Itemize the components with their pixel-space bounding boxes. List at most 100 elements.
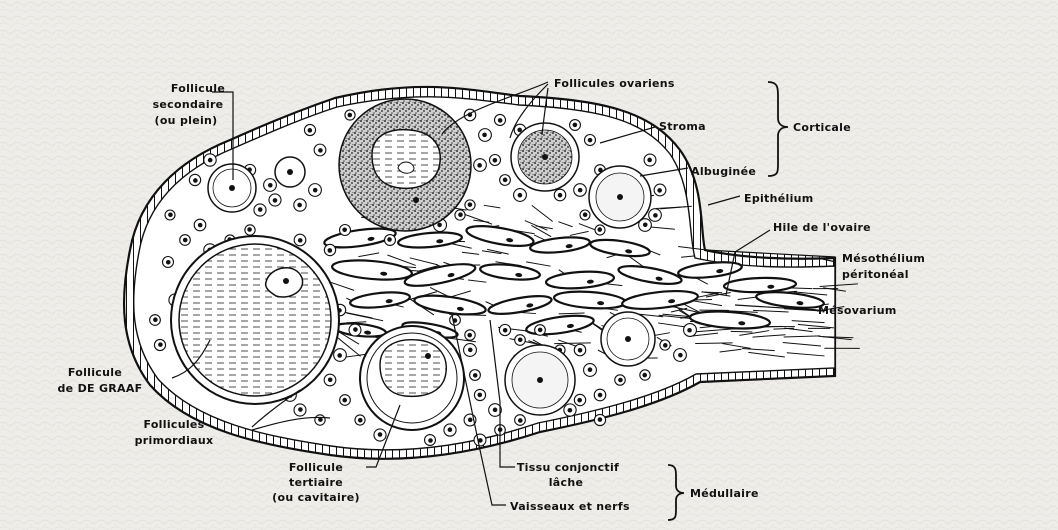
stroma-cell — [640, 370, 650, 380]
stroma-cell — [554, 189, 566, 201]
label-follicule-secondaire-2: secondaire — [153, 98, 224, 111]
stroma-cell — [294, 199, 306, 211]
stroma-cell — [585, 135, 596, 146]
stroma-cell — [474, 389, 485, 400]
stroma-cell — [515, 415, 526, 426]
stroma-cell — [515, 335, 526, 346]
stroma-cell — [465, 200, 475, 210]
stroma-cell — [349, 324, 361, 336]
stroma-cell — [674, 349, 687, 362]
stroma-cell — [165, 210, 175, 220]
stroma-cell — [163, 257, 174, 268]
stroma-cell — [450, 315, 461, 326]
stroma-cell — [425, 435, 436, 446]
label-follicule-tertiaire-2: tertiaire — [289, 476, 343, 489]
label-mesothelium-2: péritonéal — [842, 268, 909, 281]
stroma-cell — [595, 225, 605, 235]
label-follicule-secondaire-1: Follicule — [171, 82, 225, 95]
stroma-cell — [194, 219, 206, 231]
stroma-cell — [535, 325, 546, 336]
follicle-lower-mid — [505, 345, 575, 415]
stroma-cell — [314, 144, 326, 156]
stroma-cell — [355, 415, 365, 425]
label-follicule-tertiaire-1: Follicule — [289, 461, 343, 474]
label-tissu-conjonctif-1: Tissu conjonctif — [517, 461, 619, 474]
stroma-cell — [564, 404, 576, 416]
stroma-cell — [474, 434, 486, 446]
stroma-cell — [340, 225, 351, 236]
stroma-cell — [150, 315, 161, 326]
stroma-cell — [649, 209, 662, 222]
follicle-lower-right — [601, 312, 655, 366]
stroma-cell — [294, 234, 306, 246]
stroma-cell — [479, 129, 492, 142]
label-albuginee: Albuginée — [691, 165, 756, 178]
label-follicule-graaf-2: de DE GRAAF — [58, 382, 143, 395]
stroma-cell — [494, 114, 505, 125]
stroma-cell — [340, 395, 351, 406]
stroma-cell — [294, 404, 306, 416]
stroma-cell — [385, 235, 396, 246]
stroma-cell — [465, 330, 475, 340]
stroma-cell — [570, 120, 581, 131]
stroma-cell — [309, 184, 322, 197]
stroma-cell — [345, 110, 355, 120]
stroma-cell — [444, 424, 456, 436]
stroma-cell — [660, 340, 670, 350]
stroma-cell — [264, 179, 277, 192]
stroma-cell — [644, 154, 656, 166]
label-tissu-conjonctif-2: lâche — [549, 476, 584, 489]
follicle-graaf — [171, 236, 339, 404]
stroma-cell — [464, 344, 477, 357]
stroma-cell — [594, 389, 606, 401]
stroma-cell — [574, 344, 585, 355]
stroma-cell — [574, 184, 587, 197]
stroma-cell — [254, 204, 266, 216]
stroma-cell — [324, 374, 336, 386]
label-follicule-secondaire-3: (ou plein) — [155, 114, 218, 127]
stroma-cell — [189, 174, 200, 185]
stroma-cell — [474, 159, 487, 172]
stroma-cell — [374, 429, 386, 441]
label-follicules-primordiaux-2: primordiaux — [135, 434, 214, 447]
stroma-cell — [304, 124, 315, 135]
stroma-cell — [500, 175, 511, 186]
label-vaisseaux: Vaisseaux et nerfs — [510, 500, 630, 513]
stroma-cell — [245, 225, 255, 235]
stroma-cell — [180, 235, 191, 246]
label-medullaire: Médullaire — [690, 487, 759, 500]
label-mesovarium: Mésovarium — [818, 304, 897, 317]
stroma-cell — [455, 210, 465, 220]
stroma-cell — [269, 194, 281, 206]
stroma-cell — [580, 210, 590, 220]
follicle-stippled — [339, 99, 471, 231]
stroma-cell — [594, 414, 605, 425]
stroma-cell — [584, 364, 597, 377]
stroma-cell — [499, 324, 510, 335]
stroma-cell — [334, 349, 347, 362]
stroma-cell — [684, 324, 697, 337]
label-follicule-graaf-1: Follicule — [68, 366, 122, 379]
stroma-cell — [204, 154, 216, 166]
label-follicules-ovariens: Follicules ovariens — [554, 77, 675, 90]
label-mesothelium-1: Mésothélium — [842, 252, 925, 265]
label-follicule-tertiaire-3: (ou cavitaire) — [272, 491, 360, 504]
stroma-cell — [615, 375, 625, 385]
follicle-small-stippled — [511, 123, 579, 191]
follicle-tertiary — [360, 326, 464, 430]
stroma-cell — [514, 189, 527, 202]
fibre — [695, 343, 732, 344]
label-stroma: Stroma — [659, 120, 706, 133]
stroma-cell — [154, 339, 165, 350]
stroma-cell — [470, 370, 481, 381]
label-follicules-primordiaux-1: Follicules — [143, 418, 204, 431]
label-corticale: Corticale — [793, 121, 851, 134]
stroma-cell — [315, 415, 325, 425]
stroma-cell — [574, 394, 585, 405]
label-epithelium: Epithélium — [744, 192, 814, 205]
stroma-cell — [654, 184, 666, 196]
stroma-cell — [490, 155, 501, 166]
fibre — [731, 331, 753, 332]
